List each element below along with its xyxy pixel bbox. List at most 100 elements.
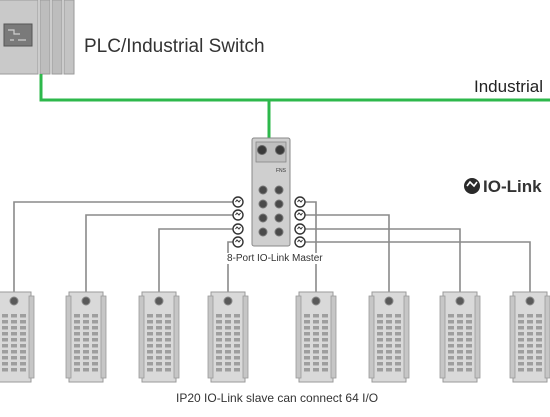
slave-terminal (234, 368, 240, 372)
io-link-slave (207, 291, 249, 383)
slave-terminal (518, 332, 524, 336)
slave-terminal (386, 362, 392, 366)
slave-terminal (216, 332, 222, 336)
slave-terminal (156, 320, 162, 324)
master-io-port (258, 199, 268, 209)
slave-terminal (395, 320, 401, 324)
slave-terminal (216, 338, 222, 342)
slave-terminal (234, 320, 240, 324)
iolink-logo-text: IO-Link (483, 177, 542, 196)
slave-terminal (304, 320, 310, 324)
slave-terminal (386, 368, 392, 372)
slave-terminal (466, 350, 472, 354)
io-link-master: FNS (251, 137, 291, 247)
slave-terminal (457, 332, 463, 336)
slave-terminal (448, 350, 454, 354)
slave-terminal (147, 314, 153, 318)
connector-wave (235, 212, 241, 216)
slave-terminal (304, 368, 310, 372)
cable-connector-icon (294, 196, 306, 208)
io-link-slave (439, 291, 481, 383)
slave-terminal (83, 344, 89, 348)
slave-terminal (234, 332, 240, 336)
slave-terminal (536, 362, 542, 366)
slave-terminal (386, 350, 392, 354)
slave-terminal (395, 368, 401, 372)
slave-terminal (536, 350, 542, 354)
slave-end-cap (544, 295, 550, 379)
slave-terminal (234, 326, 240, 330)
slave-terminal (518, 314, 524, 318)
slave-terminal (74, 362, 80, 366)
slave-terminal (74, 350, 80, 354)
connector-ring (232, 223, 244, 235)
slave-terminal (322, 362, 328, 366)
slave-terminal (156, 338, 162, 342)
slave-terminal (304, 356, 310, 360)
slave-port (455, 296, 465, 306)
plc-label: PLC/Industrial Switch (84, 36, 265, 57)
master-io-port (258, 185, 268, 195)
slave-terminal (518, 368, 524, 372)
slave-terminal (83, 362, 89, 366)
master-uplink-port (257, 145, 267, 155)
slave-terminal (377, 362, 383, 366)
slave-terminal (165, 350, 171, 354)
slave-terminal (83, 320, 89, 324)
slave-terminal (304, 362, 310, 366)
slave-terminal (527, 326, 533, 330)
slave-terminal (304, 326, 310, 330)
slave-end-cap (439, 295, 446, 379)
slave-terminal (20, 350, 26, 354)
slave-terminal (448, 326, 454, 330)
slave-terminal (322, 314, 328, 318)
slave-terminal (377, 326, 383, 330)
slave-terminal (147, 332, 153, 336)
slave-terminal (156, 356, 162, 360)
slave-end-cap (65, 295, 72, 379)
logo-wave (466, 180, 478, 188)
slave-terminal (304, 350, 310, 354)
slave-terminal (20, 356, 26, 360)
io-link-cable (85, 214, 238, 300)
connector-wave (297, 226, 303, 230)
slave-terminal (395, 314, 401, 318)
slave-terminal (448, 362, 454, 366)
slave-terminal (2, 362, 8, 366)
slave-terminal (156, 326, 162, 330)
slave-terminal (74, 344, 80, 348)
slave-terminal (395, 326, 401, 330)
slave-terminal (216, 356, 222, 360)
slave-terminal (322, 368, 328, 372)
slave-terminal (518, 338, 524, 342)
connector-wave (235, 199, 241, 203)
slave-terminal (165, 314, 171, 318)
slave-terminal (225, 332, 231, 336)
slave-terminal (225, 344, 231, 348)
io-link-cable (300, 228, 461, 300)
cable-connector-icon (232, 223, 244, 235)
slave-terminal (147, 368, 153, 372)
slave-terminal (147, 362, 153, 366)
slave-terminal (518, 356, 524, 360)
io-link-cable (300, 214, 390, 300)
slave-terminal (156, 344, 162, 348)
plc-screen (3, 23, 33, 47)
slave-terminal (377, 350, 383, 354)
slave-terminal (527, 344, 533, 348)
slave-terminal (466, 332, 472, 336)
slave-terminal (527, 356, 533, 360)
slave-end-cap (403, 295, 410, 379)
slave-terminal (466, 356, 472, 360)
slave-terminal (20, 362, 26, 366)
connector-ring (294, 223, 306, 235)
slave-terminal (165, 356, 171, 360)
slave-terminal (11, 326, 17, 330)
slave-terminal (457, 362, 463, 366)
io-link-cable (227, 241, 238, 300)
slave-terminal (20, 314, 26, 318)
slave-terminal (466, 338, 472, 342)
slave-terminal (74, 356, 80, 360)
slave-terminal (165, 368, 171, 372)
